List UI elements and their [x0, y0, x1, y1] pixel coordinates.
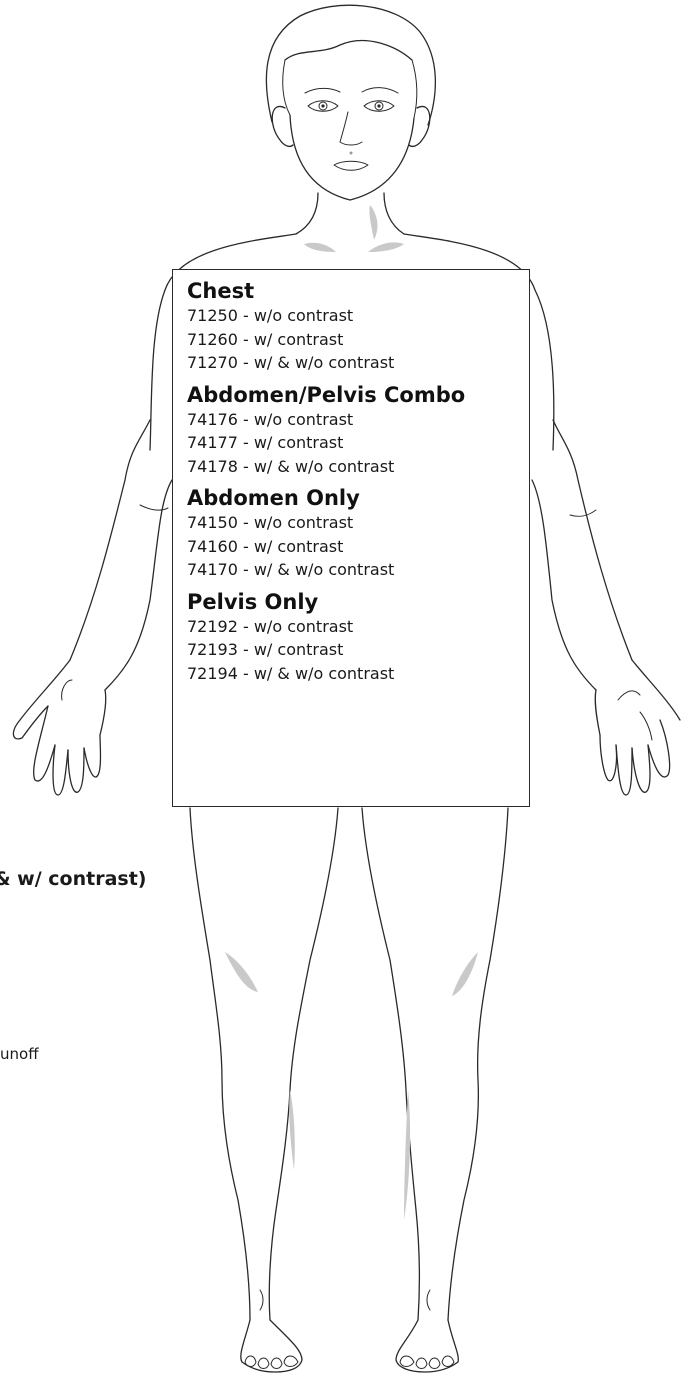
code-line: 71250 - w/o contrast	[187, 304, 515, 328]
legs-illustration	[190, 808, 508, 1372]
section-abdomen-only: Abdomen Only 74150 - w/o contrast 74160 …	[187, 485, 515, 582]
code-line: 74177 - w/ contrast	[187, 431, 515, 455]
section-title-pelvis-only: Pelvis Only	[187, 589, 515, 615]
section-abdomen-pelvis-combo: Abdomen/Pelvis Combo 74176 - w/o contras…	[187, 382, 515, 479]
code-line: 74150 - w/o contrast	[187, 511, 515, 535]
section-title-chest: Chest	[187, 278, 515, 304]
section-title-abdomen-only: Abdomen Only	[187, 485, 515, 511]
code-line: 71260 - w/ contrast	[187, 328, 515, 352]
section-pelvis-only: Pelvis Only 72192 - w/o contrast 72193 -…	[187, 589, 515, 686]
code-line: 72194 - w/ & w/o contrast	[187, 662, 515, 686]
code-line: 71270 - w/ & w/o contrast	[187, 351, 515, 375]
cpt-code-box: Chest 71250 - w/o contrast 71260 - w/ co…	[172, 269, 530, 807]
cutoff-text-fragment: unoff	[0, 1045, 39, 1063]
code-line: 74170 - w/ & w/o contrast	[187, 558, 515, 582]
code-line: 74178 - w/ & w/o contrast	[187, 455, 515, 479]
section-chest: Chest 71250 - w/o contrast 71260 - w/ co…	[187, 278, 515, 375]
head-illustration	[266, 5, 435, 252]
code-line: 72193 - w/ contrast	[187, 638, 515, 662]
code-line: 72192 - w/o contrast	[187, 615, 515, 639]
code-line: 74176 - w/o contrast	[187, 408, 515, 432]
code-line: 74160 - w/ contrast	[187, 535, 515, 559]
section-title-abdomen-pelvis-combo: Abdomen/Pelvis Combo	[187, 382, 515, 408]
cutoff-heading-fragment: & w/ contrast)	[0, 868, 146, 890]
